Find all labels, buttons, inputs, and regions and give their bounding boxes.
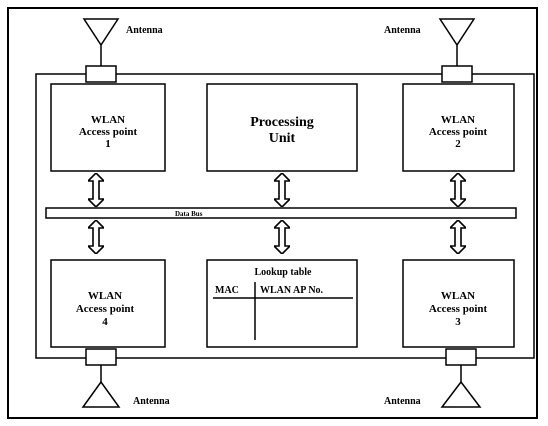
wlan-access-point-4: WLAN Access point 4 [50, 259, 166, 348]
antenna-label: Antenna [126, 25, 163, 36]
svg-text:Access point: Access point [79, 126, 138, 138]
svg-text:3: 3 [455, 316, 461, 328]
lookup-col-wlan-ap: WLAN AP No. [260, 285, 324, 296]
bidirectional-arrow [450, 220, 466, 254]
svg-text:4: 4 [102, 316, 108, 328]
antenna-connector [445, 348, 477, 366]
lookup-table: Lookup table MAC WLAN AP No. [206, 259, 358, 348]
wlan-access-point-2: WLAN Access point 2 [402, 83, 515, 172]
processing-unit: Processing Unit [206, 83, 358, 172]
antenna-bottom-right: Antenna [384, 348, 482, 408]
antenna-bottom-left: Antenna [81, 348, 170, 408]
bidirectional-arrow [88, 220, 104, 254]
antenna-label: Antenna [384, 396, 421, 407]
antenna-label: Antenna [133, 396, 170, 407]
svg-text:WLAN: WLAN [441, 290, 475, 302]
lookup-col-mac: MAC [215, 285, 239, 296]
svg-text:WLAN: WLAN [441, 114, 475, 126]
antenna-connector [85, 348, 117, 366]
svg-text:Unit: Unit [269, 131, 296, 146]
wlan-access-point-1: WLAN Access point 1 [50, 83, 166, 172]
antenna-connector [85, 65, 117, 83]
outer-frame [7, 7, 538, 419]
antenna-label: Antenna [384, 25, 421, 36]
bidirectional-arrow [88, 173, 104, 207]
wlan-access-point-3: WLAN Access point 3 [402, 259, 515, 348]
data-bus-label: Data Bus [175, 210, 203, 218]
bidirectional-arrow [450, 173, 466, 207]
antenna-top-right: Antenna [384, 18, 476, 83]
svg-text:WLAN: WLAN [88, 290, 122, 302]
bidirectional-arrow [274, 220, 290, 254]
svg-text:WLAN: WLAN [91, 114, 125, 126]
system-enclosure [35, 73, 535, 359]
lookup-table-title: Lookup table [255, 267, 313, 278]
antenna-top-left: Antenna [82, 18, 163, 83]
data-bus: Data Bus [45, 207, 517, 219]
svg-text:Access point: Access point [429, 126, 488, 138]
svg-text:2: 2 [455, 138, 461, 150]
bidirectional-arrow [274, 173, 290, 207]
antenna-connector [441, 65, 473, 83]
svg-text:1: 1 [105, 138, 111, 150]
svg-text:Access point: Access point [76, 303, 135, 315]
svg-text:Processing: Processing [250, 115, 314, 130]
svg-text:Access point: Access point [429, 303, 488, 315]
